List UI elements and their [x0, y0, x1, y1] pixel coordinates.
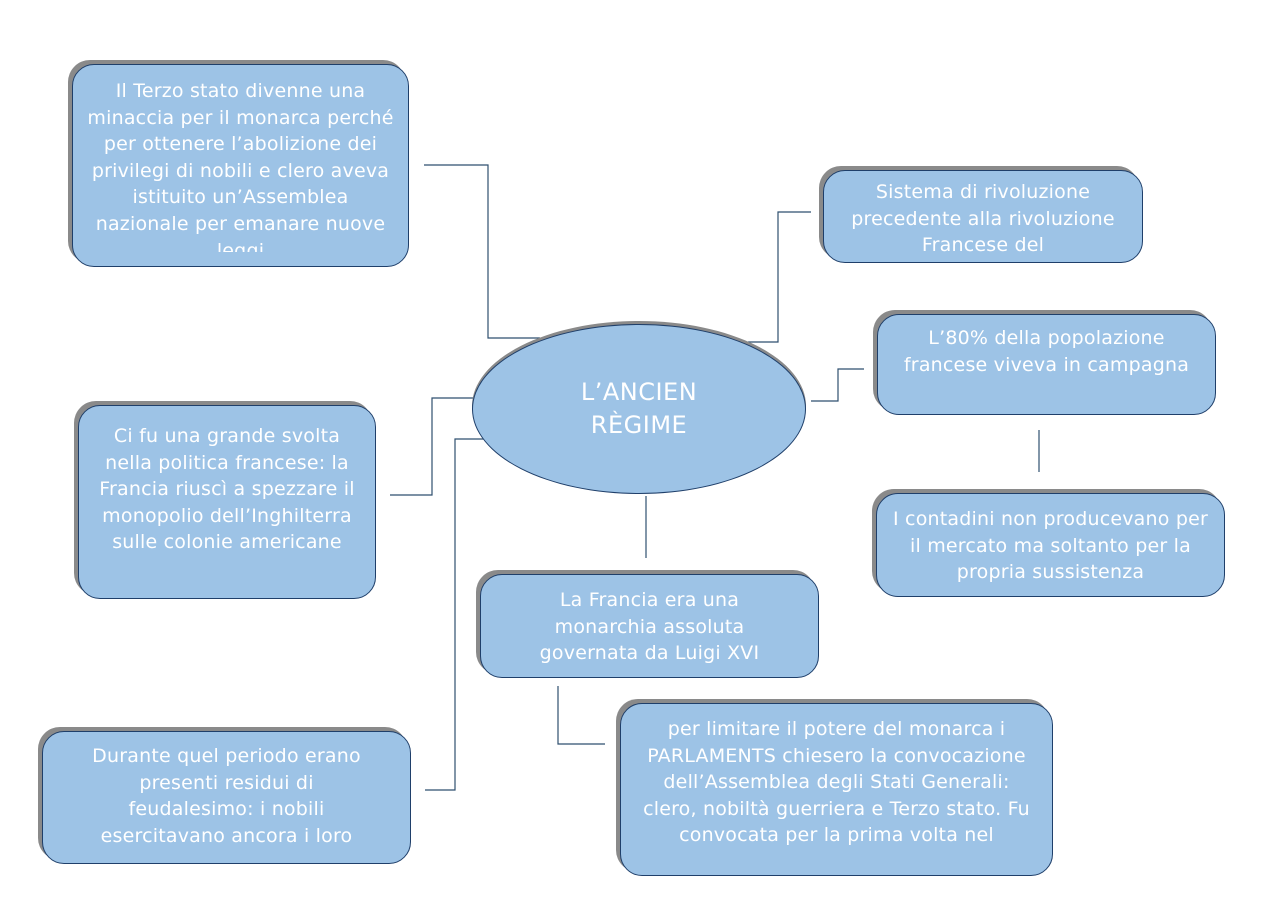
node-terzo-stato-text: Il Terzo stato divenne una minaccia per …: [87, 80, 394, 252]
connector-popolazione: [811, 368, 864, 402]
node-monarchia: La Francia era una monarchia assoluta go…: [480, 574, 819, 678]
node-sistema: Sistema di rivoluzione precedente alla r…: [823, 170, 1143, 263]
node-parlaments: per limitare il potere del monarca i PAR…: [620, 703, 1053, 876]
node-terzo-stato: Il Terzo stato divenne una minaccia per …: [72, 64, 409, 267]
node-monarchia-text: La Francia era una monarchia assoluta go…: [539, 589, 760, 665]
node-contadini: I contadini non producevano per il merca…: [876, 493, 1225, 597]
connector-sistema: [748, 211, 811, 343]
center-title: L’ANCIEN RÈGIME: [580, 378, 698, 439]
connector-svolta: [390, 397, 474, 496]
node-parlaments-text: per limitare il potere del monarca i PAR…: [643, 718, 1030, 847]
connector-terzo-stato: [424, 164, 540, 339]
center-node: L’ANCIEN RÈGIME: [472, 324, 806, 494]
node-popolazione-text: L’80% della popolazione francese viveva …: [903, 327, 1190, 376]
node-feudalesimo-text: Durante quel periodo erano presenti resi…: [92, 745, 361, 847]
node-contadini-text: I contadini non producevano per il merca…: [893, 508, 1208, 584]
connector-parlaments: [557, 686, 605, 745]
node-svolta-text: Ci fu una grande svolta nella politica f…: [99, 425, 355, 554]
connector-feudalesimo: [425, 438, 484, 791]
node-svolta: Ci fu una grande svolta nella politica f…: [78, 405, 376, 599]
node-sistema-text: Sistema di rivoluzione precedente alla r…: [851, 181, 1115, 257]
node-feudalesimo: Durante quel periodo erano presenti resi…: [42, 731, 411, 864]
node-popolazione: L’80% della popolazione francese viveva …: [877, 314, 1216, 415]
